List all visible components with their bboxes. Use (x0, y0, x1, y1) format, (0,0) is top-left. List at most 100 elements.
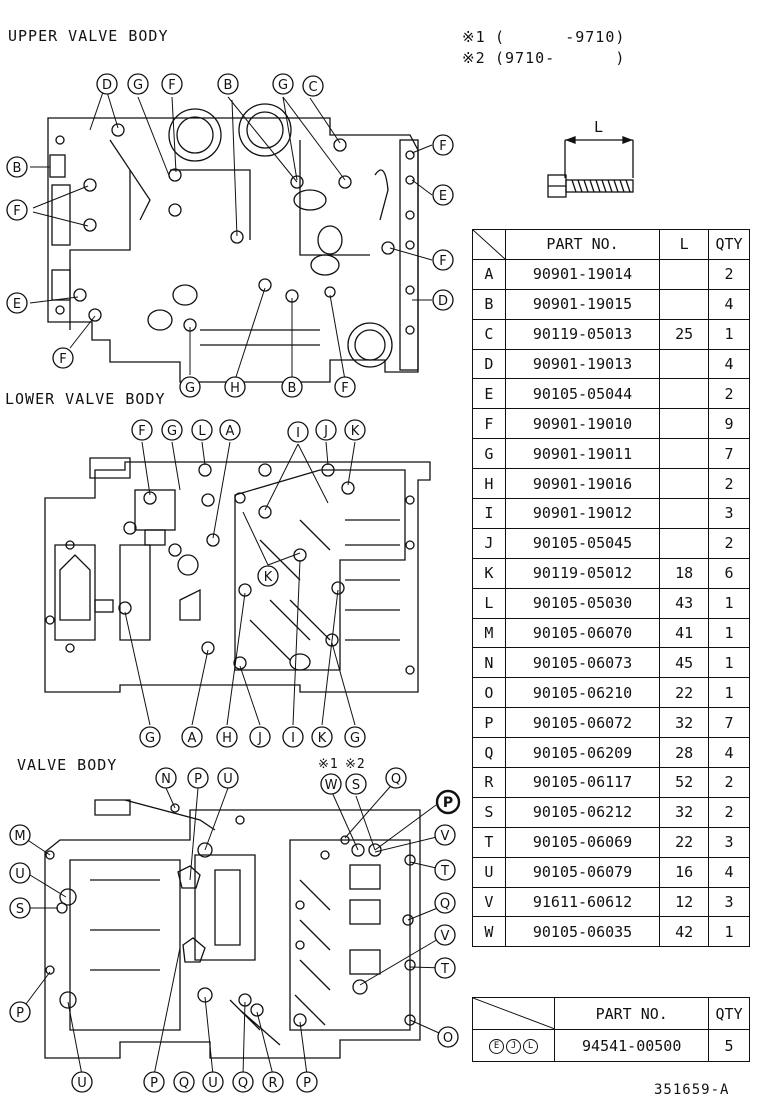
callout-g: G (344, 726, 366, 748)
valve-mark-1: ※1 (318, 757, 339, 772)
svg-text:A: A (226, 424, 235, 439)
svg-text:Q: Q (391, 772, 401, 787)
row-letter: O (472, 677, 506, 709)
callout-d: D (96, 73, 118, 95)
note-1-text: ( -9710) (495, 28, 626, 46)
note-2-text: (9710- ) (495, 49, 626, 67)
svg-text:P: P (16, 1006, 24, 1021)
parts-table-header: PART NO. L QTY (472, 229, 750, 260)
callout-j: J (315, 419, 337, 441)
callout-f: F (52, 347, 74, 369)
svg-text:Q: Q (238, 1076, 248, 1091)
row-letter: N (472, 647, 506, 679)
row-length (659, 527, 710, 559)
row-length: 43 (659, 587, 710, 619)
row-length (659, 378, 710, 410)
row-part-no: 90105-06117 (504, 767, 661, 798)
row-length: 28 (659, 737, 710, 769)
callout-g: G (272, 73, 294, 95)
row-qty: 3 (708, 498, 750, 529)
callout-g: G (139, 726, 161, 748)
svg-text:G: G (185, 381, 195, 396)
header-qty: QTY (708, 229, 750, 260)
callout-h: H (224, 376, 246, 398)
svg-text:P: P (194, 772, 202, 787)
svg-text:W: W (325, 778, 338, 793)
svg-text:I: I (291, 731, 295, 746)
row-part-no: 90105-06212 (504, 796, 661, 828)
gasket-letter-j: J (506, 1038, 522, 1054)
callout-v: V (434, 824, 456, 846)
svg-text:R: R (268, 1076, 277, 1091)
row-letter: A (472, 258, 506, 290)
row-letter: H (472, 468, 506, 500)
upper-callout-leaders (29, 91, 433, 381)
callout-c: C (302, 75, 324, 97)
valve-body-title: VALVE BODY (17, 756, 118, 774)
callout-f: F (334, 376, 356, 398)
row-qty: 2 (708, 767, 750, 798)
row-part-no: 90119-05012 (504, 557, 661, 589)
row-qty: 3 (708, 886, 750, 918)
row-qty: 4 (708, 348, 750, 380)
row-qty: 2 (708, 527, 750, 559)
svg-text:S: S (352, 778, 360, 793)
svg-text:K: K (264, 570, 273, 585)
callout-q: Q (232, 1071, 254, 1093)
gasket-qty: 5 (708, 1029, 750, 1062)
row-letter: J (472, 527, 506, 559)
row-qty: 1 (708, 587, 750, 619)
row-length: 32 (659, 796, 710, 828)
row-qty: 4 (708, 737, 750, 769)
callout-u: U (217, 767, 239, 789)
row-part-no: 90901-19012 (504, 498, 661, 529)
callout-k: K (257, 565, 279, 587)
svg-text:F: F (439, 254, 446, 269)
row-part-no: 90105-06072 (504, 707, 661, 739)
svg-text:J: J (257, 731, 262, 746)
callout-d: D (432, 289, 454, 311)
row-part-no: 90105-05030 (504, 587, 661, 619)
row-qty: 1 (708, 677, 750, 709)
gasket-letter-l: L (523, 1038, 539, 1054)
callout-n: N (155, 767, 177, 789)
svg-text:K: K (351, 424, 360, 439)
callout-p: P (9, 1001, 31, 1023)
row-part-no: 90901-19014 (504, 258, 661, 290)
row-qty: 2 (708, 796, 750, 828)
svg-text:L: L (198, 424, 206, 439)
svg-text:I: I (296, 426, 300, 441)
row-length: 52 (659, 767, 710, 798)
svg-text:J: J (323, 424, 328, 439)
svg-text:S: S (16, 902, 24, 917)
callout-k: K (311, 726, 333, 748)
svg-text:F: F (168, 78, 175, 93)
callout-e: E (6, 292, 28, 314)
callout-i: I (287, 421, 309, 443)
header-diagonal-cell (472, 229, 506, 260)
gasket-letter-e: E (489, 1038, 505, 1054)
valve-body-drawing (44, 799, 421, 1059)
row-part-no: 90901-19011 (504, 438, 661, 470)
callout-f: F (161, 73, 183, 95)
row-part-no: 91611-60612 (504, 886, 661, 918)
valve-mark-2: ※2 (345, 757, 366, 772)
svg-text:U: U (15, 867, 25, 882)
svg-text:G: G (350, 731, 360, 746)
svg-text:V: V (441, 929, 450, 944)
callout-p: P (187, 767, 209, 789)
svg-text:N: N (161, 772, 171, 787)
row-letter: V (472, 886, 506, 918)
row-part-no: 90105-06209 (504, 737, 661, 769)
row-length: 25 (659, 318, 710, 350)
